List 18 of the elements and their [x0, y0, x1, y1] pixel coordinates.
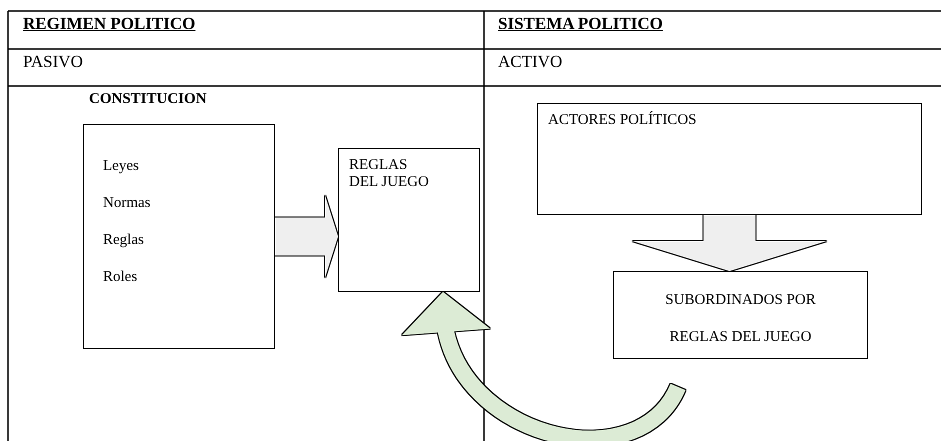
list-item: Roles: [103, 269, 138, 286]
box-text: ACTORES POLÍTICOS: [548, 112, 696, 130]
column-header: REGIMEN POLITICO: [23, 14, 196, 34]
box-text: REGLAS DEL JUEGO: [349, 157, 429, 192]
list-item: Leyes: [103, 158, 139, 175]
curved-arrow: [402, 291, 685, 441]
text-box: [537, 103, 922, 215]
block-arrow: [275, 196, 338, 278]
heading-text: CONSTITUCION: [89, 91, 207, 108]
list-item: Normas: [103, 195, 150, 212]
column-header: SISTEMA POLITICO: [498, 14, 663, 34]
text-box: [613, 271, 868, 359]
table-cell: ACTIVO: [498, 52, 562, 72]
box-text: SUBORDINADOS POR REGLAS DEL JUEGO: [664, 291, 817, 347]
table-cell: PASIVO: [23, 52, 83, 72]
text-box: [338, 148, 480, 292]
list-item: Reglas: [103, 232, 144, 249]
block-arrow: [632, 215, 826, 271]
